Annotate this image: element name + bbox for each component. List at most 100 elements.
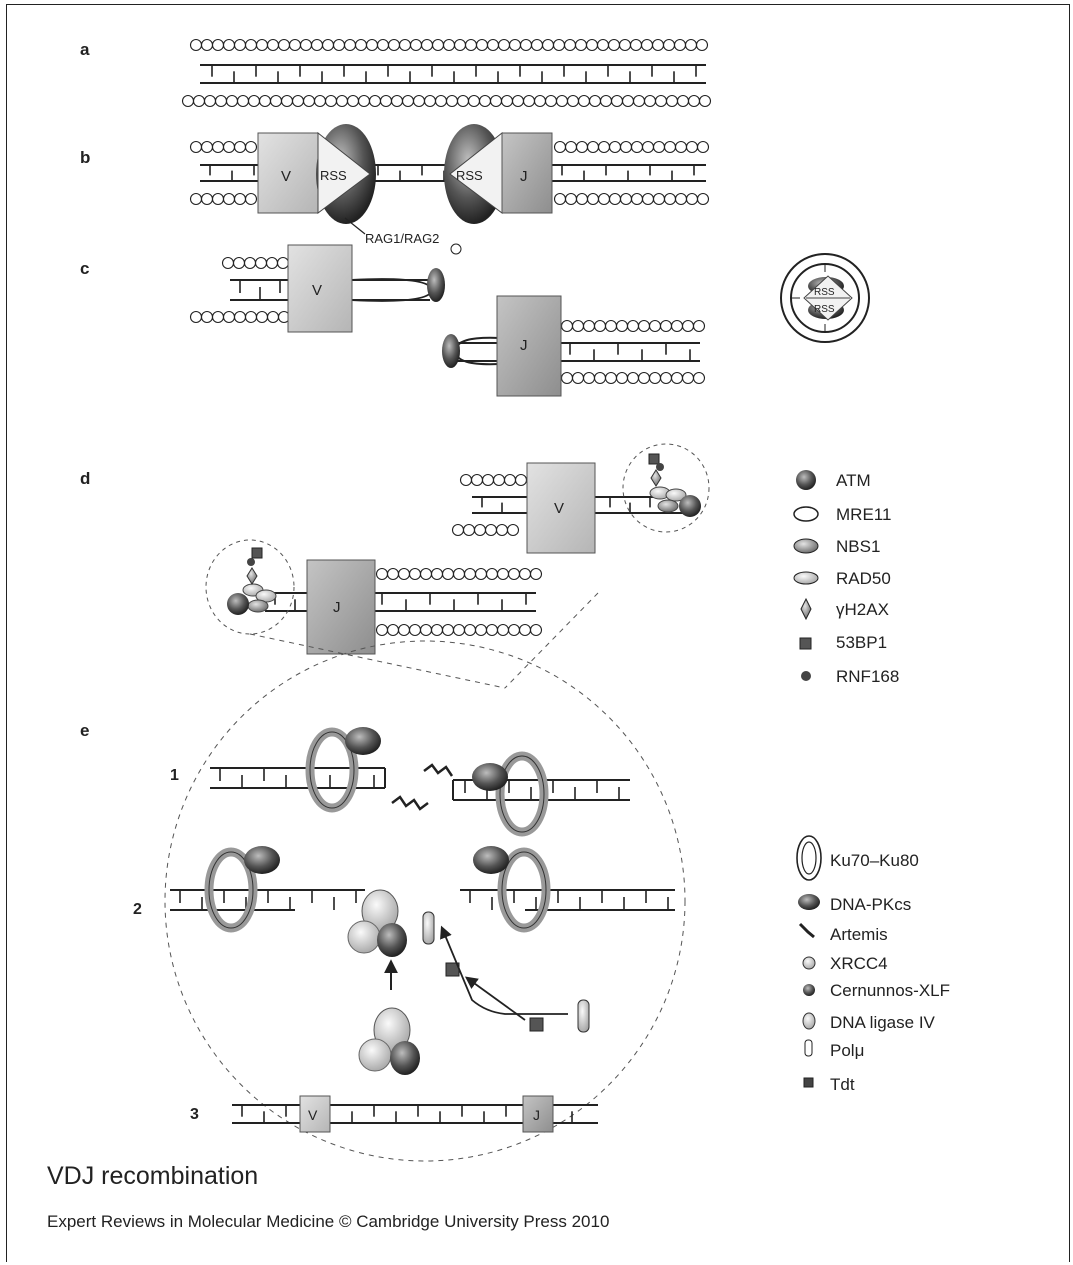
cernunnos-xlf-icon xyxy=(803,984,815,996)
nucleosome xyxy=(213,40,224,51)
nucleosome xyxy=(686,40,697,51)
nucleosome xyxy=(235,194,246,205)
v-label-d: V xyxy=(554,500,564,517)
nucleosome xyxy=(227,96,238,107)
nucleosome xyxy=(301,40,312,51)
nucleosome xyxy=(577,142,588,153)
nucleosome xyxy=(632,142,643,153)
legend-label: DNA ligase IV xyxy=(830,1013,936,1032)
legend-label: Polμ xyxy=(830,1041,864,1060)
nucleosome xyxy=(388,569,399,580)
nucleosome xyxy=(410,569,421,580)
nucleosome xyxy=(634,96,645,107)
legend-label: γH2AX xyxy=(836,600,889,619)
nucleosome xyxy=(697,40,708,51)
nucleosome xyxy=(661,373,672,384)
nucleosome xyxy=(465,625,476,636)
nucleosome xyxy=(271,96,282,107)
nucleosome xyxy=(377,569,388,580)
nucleosome xyxy=(498,625,509,636)
nucleosome xyxy=(672,373,683,384)
nucleosome xyxy=(531,569,542,580)
nucleosome xyxy=(447,96,458,107)
nucleosome xyxy=(257,40,268,51)
nucleosome xyxy=(499,40,510,51)
nucleosome xyxy=(665,142,676,153)
nucleosome xyxy=(399,569,410,580)
nucleosome xyxy=(444,40,455,51)
dna-pkcs xyxy=(473,846,509,874)
nucleosome xyxy=(389,40,400,51)
nucleosome xyxy=(246,40,257,51)
nucleosome xyxy=(576,40,587,51)
rss-bottom-label: RSS xyxy=(814,304,835,315)
signal-joint: RSS RSS xyxy=(781,254,869,342)
nucleosome xyxy=(678,96,689,107)
nucleosome xyxy=(334,40,345,51)
nucleosome xyxy=(606,373,617,384)
nucleosome xyxy=(584,373,595,384)
nucleosome xyxy=(367,40,378,51)
nucleosome xyxy=(399,625,410,636)
nucleosome xyxy=(323,40,334,51)
tdt-free xyxy=(530,1018,543,1031)
nucleosome xyxy=(213,142,224,153)
nucleosome xyxy=(698,142,709,153)
nucleosome xyxy=(577,194,588,205)
nucleosome-row xyxy=(191,40,708,51)
nucleosome xyxy=(359,96,370,107)
nucleosome xyxy=(453,525,464,536)
nucleosome xyxy=(267,258,278,269)
nucleosome xyxy=(628,373,639,384)
nucleosome xyxy=(579,96,590,107)
nucleosome xyxy=(502,96,513,107)
nucleosome xyxy=(683,373,694,384)
nucleosome xyxy=(520,569,531,580)
j-segment-d xyxy=(307,560,375,654)
nucleosome xyxy=(687,142,698,153)
legend-label: MRE11 xyxy=(836,505,891,524)
nucleosome xyxy=(694,321,705,332)
nucleosome xyxy=(202,312,213,323)
nucleosome xyxy=(483,475,494,486)
nucleosome xyxy=(282,96,293,107)
dna-pkcs xyxy=(345,727,381,755)
nucleosome xyxy=(632,194,643,205)
nucleosome xyxy=(531,625,542,636)
panel-label-e: e xyxy=(80,721,89,740)
nucleosome xyxy=(642,40,653,51)
nucleosome xyxy=(562,321,573,332)
nucleosome xyxy=(279,40,290,51)
nucleosome xyxy=(202,142,213,153)
nucleosome xyxy=(451,244,461,254)
legend-bottom: Ku70–Ku80DNA-PKcsArtemisXRCC4Cernunnos-X… xyxy=(797,836,950,1094)
nucleosome xyxy=(455,40,466,51)
gamma-h2ax-icon xyxy=(801,599,811,619)
nucleosome xyxy=(421,625,432,636)
nucleosome xyxy=(410,625,421,636)
nucleosome xyxy=(465,569,476,580)
nucleosome xyxy=(224,312,235,323)
nucleosome xyxy=(617,373,628,384)
panel-label-a: a xyxy=(80,40,90,59)
nucleosome xyxy=(555,194,566,205)
panel-d-damage-response: V J xyxy=(206,444,709,688)
rss-right-label: RSS xyxy=(456,168,483,183)
nucleosome xyxy=(609,40,620,51)
nucleosome xyxy=(257,312,268,323)
nucleosome xyxy=(191,40,202,51)
nucleosome xyxy=(573,373,584,384)
nucleosome xyxy=(650,373,661,384)
tdt-icon xyxy=(804,1078,813,1087)
nucleosome xyxy=(535,96,546,107)
legend-label: Ku70–Ku80 xyxy=(830,851,919,870)
artemis-icon xyxy=(800,924,814,937)
nucleosome xyxy=(245,258,256,269)
nucleosome xyxy=(599,142,610,153)
nucleosome xyxy=(425,96,436,107)
nucleosome xyxy=(411,40,422,51)
nucleosome xyxy=(304,96,315,107)
dna-rungs xyxy=(570,343,690,361)
nucleosome xyxy=(628,321,639,332)
nucleosome xyxy=(676,194,687,205)
